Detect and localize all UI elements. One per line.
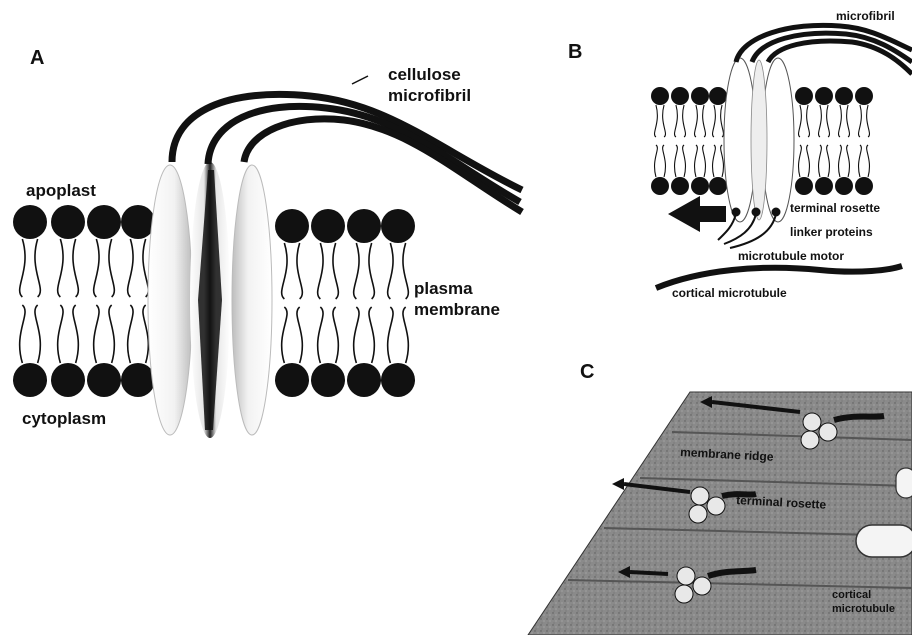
lipid-tail (58, 239, 63, 363)
label-b-microfibril: microfibril (836, 9, 895, 23)
panel-c: C (528, 361, 912, 635)
lipid-head (651, 87, 669, 105)
lipid-tail (663, 105, 666, 177)
lipid-head (795, 177, 813, 195)
cortical-microtubule-b (656, 266, 902, 288)
lipid-head (311, 363, 345, 397)
label-cortical-microtubule: cortical microtubule (672, 286, 787, 300)
lipid-tail (318, 243, 323, 363)
lipid-tail (109, 239, 114, 363)
terminal-rosette-complex (724, 58, 794, 222)
lipid-tail (655, 105, 658, 177)
lipid-head (855, 87, 873, 105)
lipid-head (13, 205, 47, 239)
lipid-heads-top-left (13, 205, 155, 239)
lipid-head (815, 177, 833, 195)
lipid-head (311, 209, 345, 243)
lipid-head (855, 177, 873, 195)
lipid-head (709, 87, 727, 105)
label-cellulose: cellulose (388, 65, 461, 84)
lipid-tail (807, 105, 810, 177)
lipid-tail (35, 239, 40, 363)
lipid-tail (695, 105, 698, 177)
lipid-head (381, 209, 415, 243)
lipid-tail (354, 243, 359, 363)
lipid-tail (369, 243, 374, 363)
lipid-tail (297, 243, 302, 363)
lipid-head (51, 205, 85, 239)
lipid-head (121, 363, 155, 397)
label-microfibril: microfibril (388, 86, 471, 105)
lipid-head (671, 177, 689, 195)
lipid-head (275, 363, 309, 397)
lipid-tail (859, 105, 862, 177)
lipid-tail (819, 105, 822, 177)
lipid-tail (703, 105, 706, 177)
lipid-head (691, 87, 709, 105)
lipid-tail (721, 105, 724, 177)
lipid-tail (403, 243, 408, 363)
lipid-head (87, 205, 121, 239)
lipid-bilayer-left (13, 205, 155, 397)
motor-direction-arrow (668, 196, 726, 232)
lipid-head (835, 87, 853, 105)
lipid-tail (867, 105, 870, 177)
lipid-tail (128, 239, 133, 363)
panel-b: B microfibril terminal (568, 9, 912, 300)
lipid-head (691, 177, 709, 195)
label-terminal-rosette: terminal rosette (790, 201, 880, 215)
lipid-tail (683, 105, 686, 177)
lipid-tail (20, 239, 25, 363)
lipid-tails-right (282, 243, 409, 363)
panel-c-letter: C (580, 361, 594, 383)
lipid-tail (333, 243, 338, 363)
label-apoplast: apoplast (26, 181, 96, 200)
lipid-head (347, 209, 381, 243)
cellulose-synthase-pore (148, 162, 272, 438)
lipid-head (795, 87, 813, 105)
label-linker-proteins: linker proteins (790, 225, 873, 239)
label-microtubule-motor: microtubule motor (738, 249, 844, 263)
lipid-tail (94, 239, 99, 363)
lipid-head (835, 177, 853, 195)
lipid-tail (839, 105, 842, 177)
lipid-head (651, 177, 669, 195)
cellulose-microfibril-strands (172, 94, 522, 212)
lipid-head (51, 363, 85, 397)
lipid-head (381, 363, 415, 397)
lipid-tail (675, 105, 678, 177)
label-cytoplasm: cytoplasm (22, 409, 106, 428)
linker-proteins (718, 209, 780, 249)
lipid-head (275, 209, 309, 243)
lipid-heads-bottom-right (275, 363, 415, 397)
label-microtubule: microtubule (832, 603, 895, 615)
lipid-head (347, 363, 381, 397)
label-cortical: cortical (832, 589, 871, 601)
lipid-tail (282, 243, 287, 363)
label-membrane: membrane (414, 300, 500, 319)
lipid-heads-top-right (275, 209, 415, 243)
lipid-head (815, 87, 833, 105)
lipid-bilayer-right (275, 209, 415, 397)
lipid-tail (847, 105, 850, 177)
panel-b-letter: B (568, 41, 582, 63)
lipid-head (121, 205, 155, 239)
panel-a-letter: A (30, 47, 44, 69)
label-plasma: plasma (414, 279, 473, 298)
lipid-head (709, 177, 727, 195)
lipid-head (13, 363, 47, 397)
lipid-tail (73, 239, 78, 363)
panel-a: A cellulose microfibril apo (13, 47, 522, 438)
lipid-tail (713, 105, 716, 177)
lipid-tail (827, 105, 830, 177)
microfibril-leader-line (352, 76, 368, 84)
lipid-tail (799, 105, 802, 177)
lipid-head (671, 87, 689, 105)
lipid-head (87, 363, 121, 397)
lipid-heads-bottom-left (13, 363, 155, 397)
lipid-tail (388, 243, 393, 363)
lipid-tails-left (20, 239, 149, 363)
